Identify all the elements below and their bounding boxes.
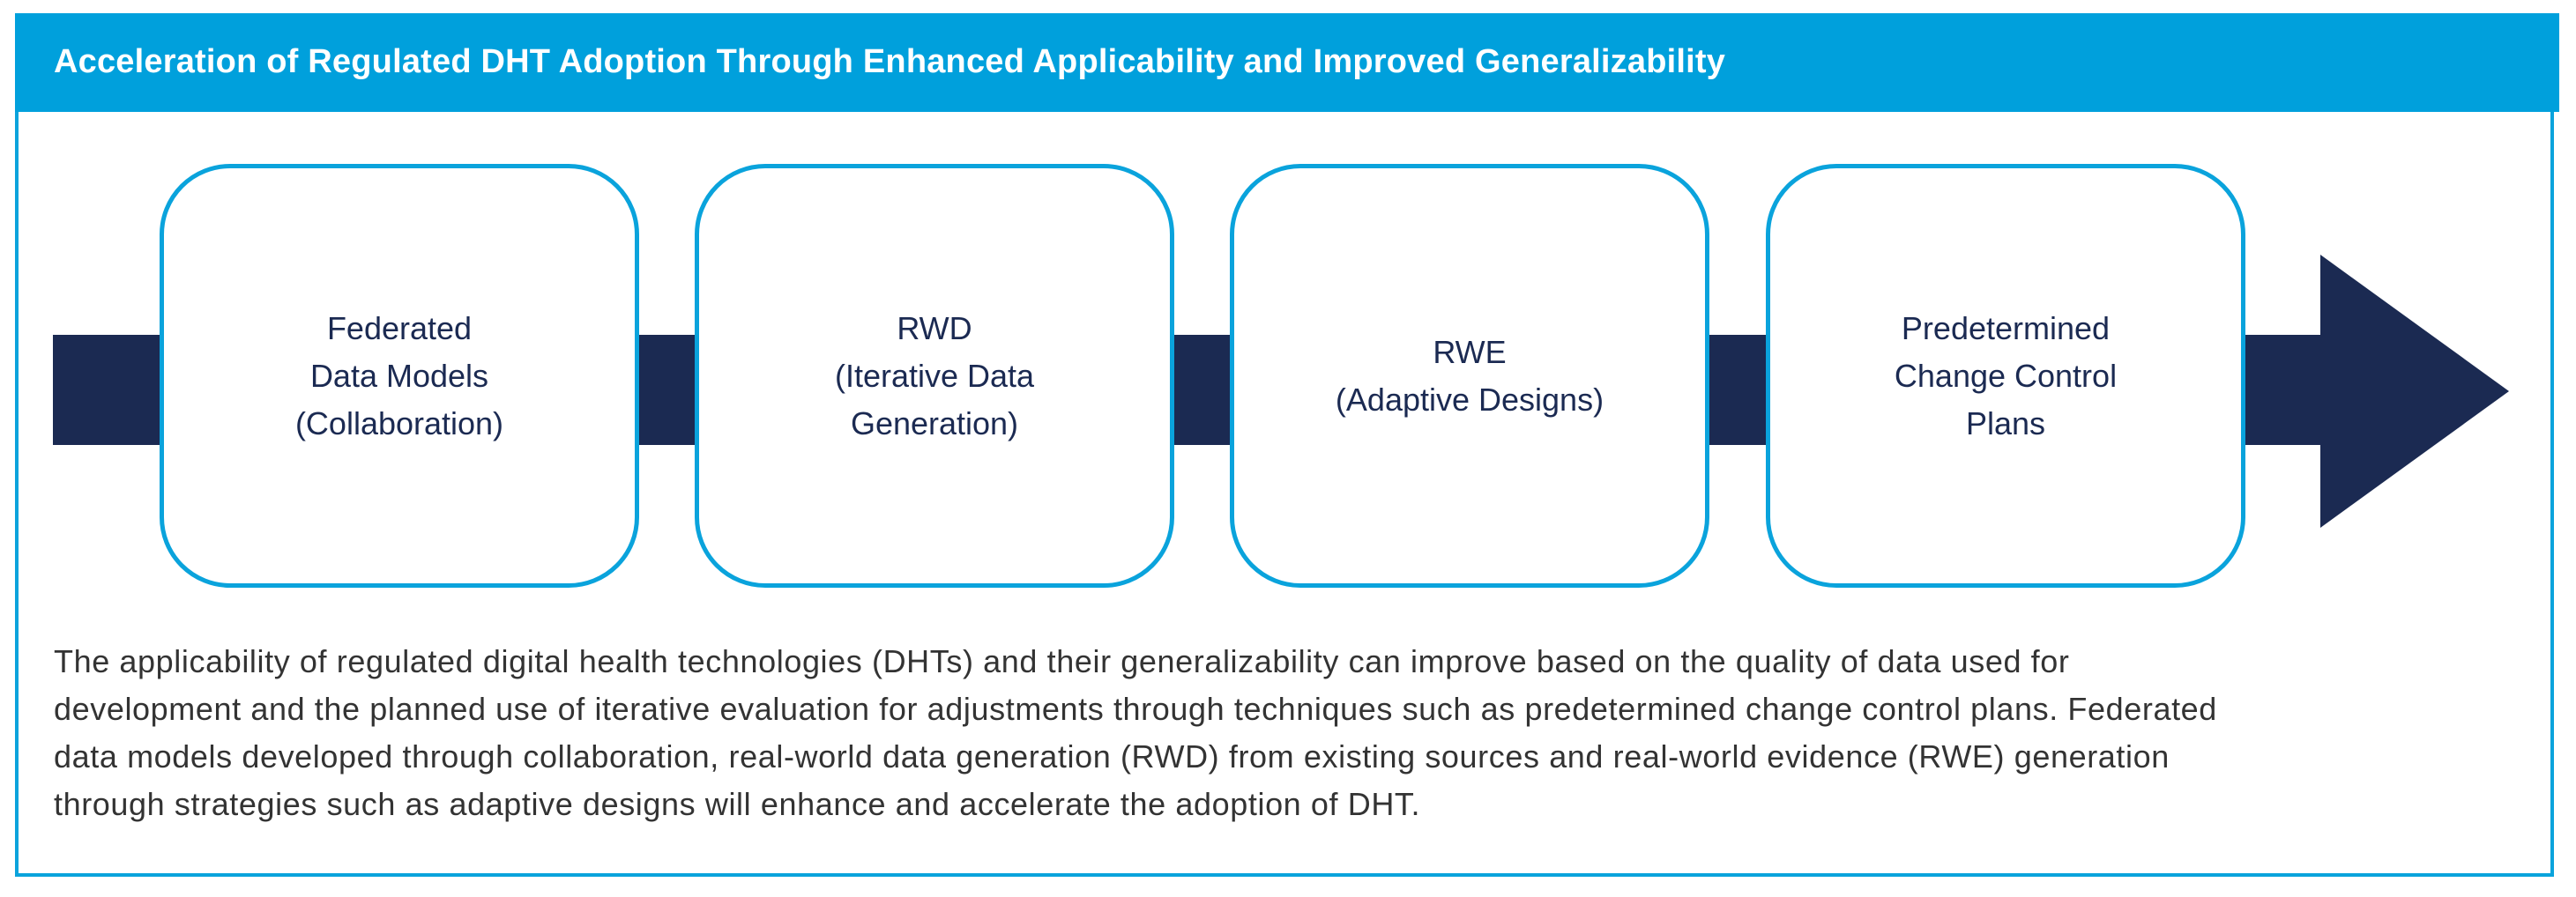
step-federated-data-models: Federated Data Models (Collaboration) (160, 164, 639, 588)
description-line: The applicability of regulated digital h… (54, 643, 2070, 679)
step-predetermined-change-control-plans: Predetermined Change Control Plans (1766, 164, 2245, 588)
step-line: Predetermined (1901, 309, 2111, 346)
description-line: development and the planned use of itera… (54, 691, 2217, 727)
step-line: Plans (1965, 404, 2046, 441)
title-banner: Acceleration of Regulated DHT Adoption T… (15, 13, 2559, 112)
step-label: Predetermined Change Control Plans (1895, 305, 2117, 448)
step-line: RWE (1433, 333, 1507, 370)
step-rwd: RWD (Iterative Data Generation) (695, 164, 1174, 588)
step-line: (Iterative Data (834, 357, 1035, 394)
step-line: Federated (326, 309, 473, 346)
step-line: Generation) (850, 404, 1019, 441)
step-line: RWD (897, 309, 972, 346)
description-paragraph: The applicability of regulated digital h… (54, 638, 2217, 828)
step-line: (Adaptive Designs) (1335, 381, 1604, 418)
step-label: RWE (Adaptive Designs) (1336, 329, 1604, 424)
figure-title: Acceleration of Regulated DHT Adoption T… (54, 43, 1726, 80)
step-label: RWD (Iterative Data Generation) (835, 305, 1034, 448)
arrow-head-icon (2320, 255, 2509, 528)
step-line: Change Control (1894, 357, 2118, 394)
description-line: data models developed through collaborat… (54, 738, 2170, 775)
step-line: Data Models (309, 357, 489, 394)
step-label: Federated Data Models (Collaboration) (295, 305, 503, 448)
description-line: through strategies such as adaptive desi… (54, 786, 1421, 822)
step-line: (Collaboration) (294, 404, 504, 441)
step-rwe: RWE (Adaptive Designs) (1230, 164, 1709, 588)
